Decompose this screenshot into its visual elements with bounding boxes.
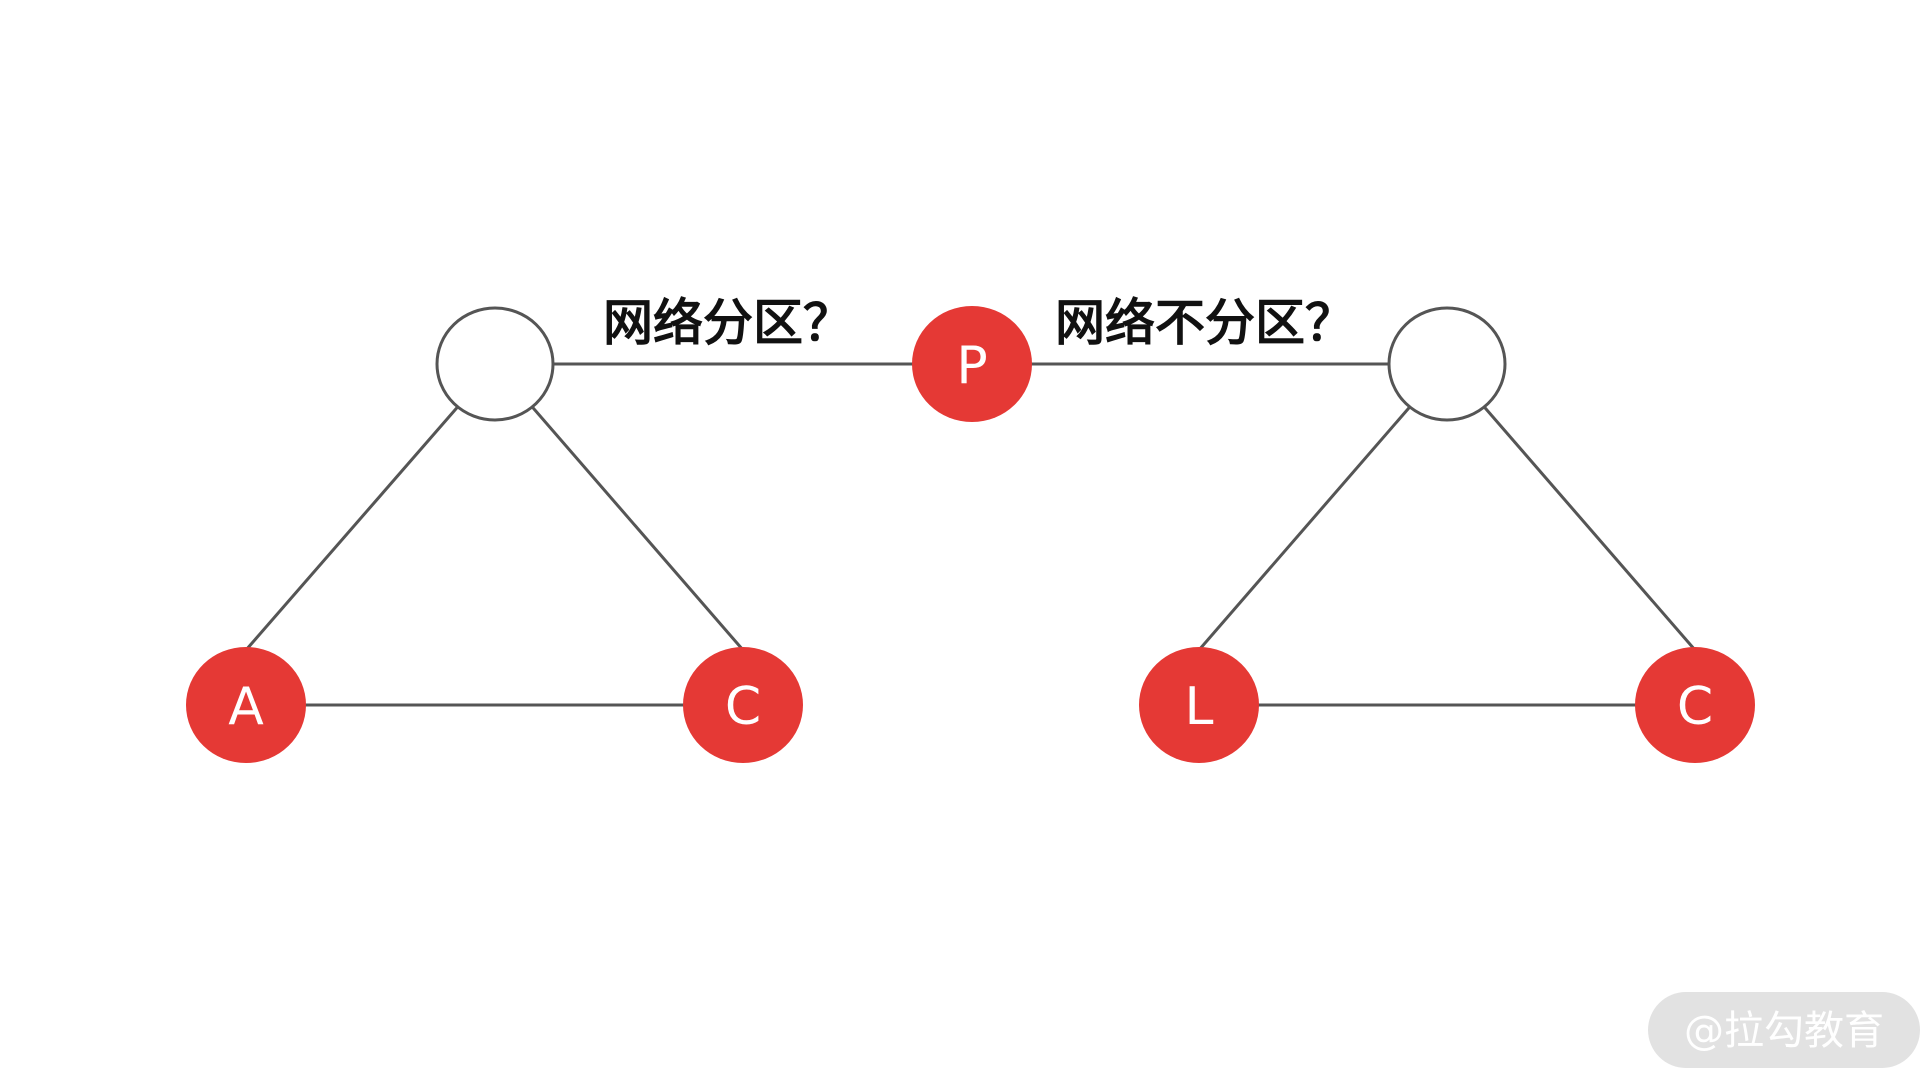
edge-left-top-to-c	[493, 363, 745, 651]
watermark-text: @拉勾教育	[1684, 1008, 1884, 1054]
node-c-left-label: C	[725, 677, 761, 737]
edge-label-partition: 网络分区？	[603, 294, 853, 352]
edge-right-top-to-c	[1445, 363, 1697, 651]
node-a-label: A	[228, 677, 264, 737]
node-c-left: C	[683, 647, 803, 763]
node-right-top	[1387, 306, 1507, 422]
watermark-badge: @拉勾教育	[1648, 992, 1920, 1068]
edge-right-top-to-l	[1197, 363, 1449, 651]
node-a: A	[186, 647, 306, 763]
edge-label-no-partition: 网络不分区？	[1055, 294, 1355, 352]
node-p: P	[912, 306, 1032, 422]
node-c-right-label: C	[1677, 677, 1713, 737]
node-c-right: C	[1635, 647, 1755, 763]
edge-left-top-to-a	[244, 363, 497, 651]
node-l-label: L	[1185, 677, 1214, 737]
node-left-top	[435, 306, 555, 422]
node-l: L	[1139, 647, 1259, 763]
nodes: P A C L C	[186, 306, 1755, 763]
node-p-label: P	[956, 336, 987, 396]
edges	[244, 362, 1697, 707]
